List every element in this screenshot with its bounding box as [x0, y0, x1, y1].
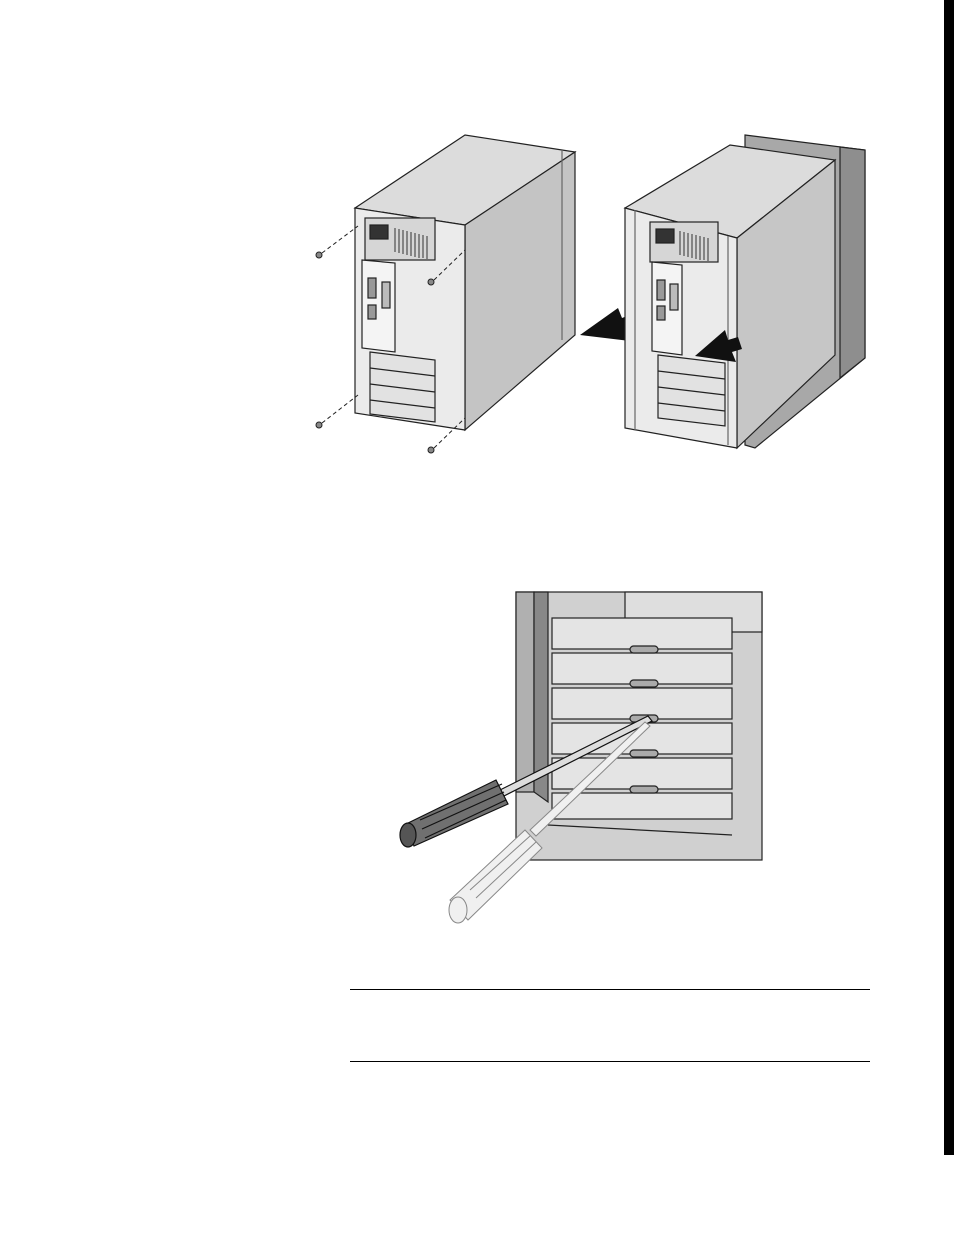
note-box-top-rule [350, 989, 870, 990]
tower-case-icon [355, 135, 575, 430]
figure-remove-cover [300, 130, 880, 460]
remove-cover-illustration [300, 130, 880, 460]
remove-slot-cover-illustration [390, 590, 770, 930]
figure-remove-slot-cover [390, 590, 770, 930]
note-box-bottom-rule [350, 1061, 870, 1062]
tower-case-icon [625, 135, 865, 448]
page-edge-tab [944, 0, 954, 1155]
note-box-text [350, 995, 870, 1055]
